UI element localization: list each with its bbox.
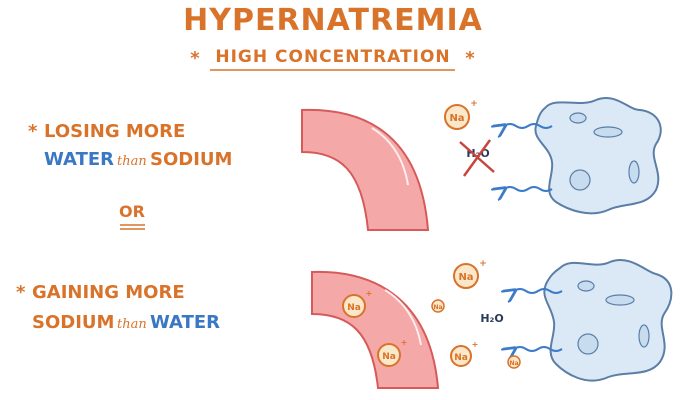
cell-bottom: [543, 259, 673, 382]
cross-out-mark: [462, 139, 492, 177]
svg-text:+: +: [472, 340, 479, 349]
organelle: [628, 160, 640, 184]
scenario-1-line1: LOSING MORE: [44, 121, 185, 142]
scenario-2-than: than: [117, 317, 147, 332]
organelle: [569, 112, 587, 124]
sodium-ion: Na: [507, 355, 521, 369]
organelle: [638, 324, 650, 348]
scenario-1-water: WATER: [44, 149, 114, 170]
scenario-1-than: than: [117, 154, 147, 169]
svg-text:Na: Na: [347, 303, 361, 313]
organelle: [577, 280, 595, 292]
water-arrow: [514, 347, 563, 351]
sodium-ion: Na +: [377, 338, 408, 367]
svg-text:Na: Na: [449, 113, 464, 124]
scenario-1-sodium: SODIUM: [150, 149, 232, 170]
cell-top: [534, 97, 662, 215]
svg-text:Na: Na: [433, 304, 442, 311]
vessel-top-highlight: [371, 127, 409, 186]
svg-text:Na: Na: [454, 353, 468, 363]
sodium-ion: Na +: [450, 340, 479, 367]
sodium-ion: Na +: [453, 259, 487, 289]
organelle: [605, 294, 635, 306]
scenario-2-line1: GAINING MORE: [32, 282, 185, 303]
blood-vessel-bottom: [311, 270, 440, 389]
water-arrow: [504, 124, 553, 128]
vessel-bottom-highlight: [384, 289, 422, 346]
title: HYPERNATREMIA: [183, 3, 483, 38]
water-arrow: [504, 187, 553, 191]
subtitle-star-left: *: [190, 48, 200, 69]
organelle: [577, 333, 599, 355]
sodium-ion: Na: [431, 299, 445, 313]
subtitle-star-right: *: [465, 48, 475, 69]
scenario-2-water: WATER: [150, 312, 220, 333]
scenario-2-star: *: [16, 282, 26, 303]
water-label: H₂O: [480, 312, 503, 325]
sodium-ion: Na +: [444, 99, 478, 130]
scenario-2-sodium: SODIUM: [32, 312, 114, 333]
or-connector: OR: [119, 202, 145, 221]
svg-text:Na: Na: [458, 272, 473, 283]
subtitle: HIGH CONCENTRATION: [215, 47, 450, 67]
blood-vessel-top: [301, 108, 430, 231]
svg-text:Na: Na: [382, 352, 396, 362]
organelle: [593, 126, 623, 138]
svg-text:+: +: [470, 99, 478, 109]
svg-text:+: +: [479, 259, 487, 269]
organelle: [569, 169, 591, 191]
water-arrow: [514, 289, 563, 293]
svg-text:+: +: [366, 289, 373, 298]
sodium-ion: Na +: [342, 289, 373, 318]
scenario-1-star: *: [28, 121, 38, 142]
svg-text:+: +: [401, 338, 408, 347]
svg-text:Na: Na: [509, 360, 518, 367]
